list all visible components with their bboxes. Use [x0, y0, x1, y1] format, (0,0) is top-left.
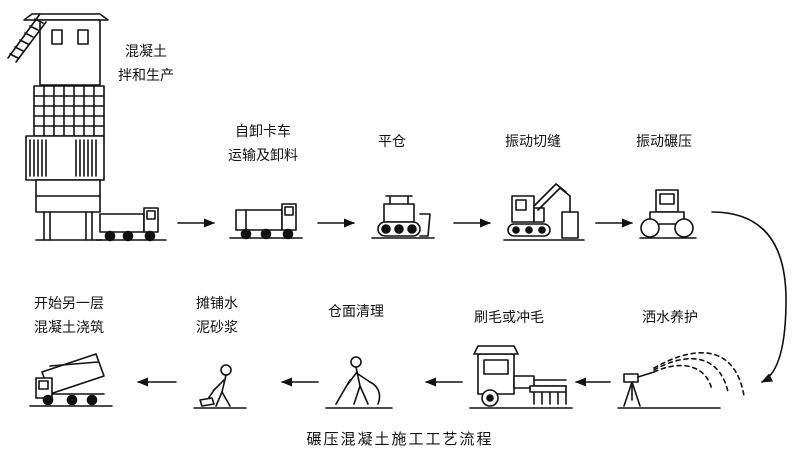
step-label-mortar: 摊铺水 泥砂浆: [196, 296, 238, 336]
worker-cleaning-icon: [325, 356, 393, 409]
step-label-cleaning: 仓面清理: [328, 304, 384, 320]
worker-spreading-icon: [193, 364, 247, 409]
dump-truck-loading-icon: [95, 207, 167, 242]
step-label-brushing: 刷毛或冲毛: [474, 310, 544, 326]
flow-connector-arrow: [711, 211, 787, 383]
step-label-spreading: 平仓: [378, 134, 406, 150]
step-label-rolling: 振动碾压: [636, 134, 692, 150]
diagram-caption: 碾压混凝土施工工艺流程: [306, 430, 494, 448]
step-label-curing: 洒水养护: [642, 310, 698, 326]
step-label-mixing: 混凝土 拌和生产: [118, 44, 174, 84]
dump-truck-tipping-icon: [29, 353, 113, 407]
step-label-next-layer: 开始另一层 混凝土浇筑: [34, 296, 104, 336]
dump-truck-icon: [229, 203, 303, 240]
step-label-cutting: 振动切缝: [505, 134, 561, 150]
mixing-plant-icon: [7, 13, 109, 241]
vibrating-cutter-icon: [503, 183, 585, 241]
water-sprinkler-icon: [617, 352, 745, 409]
step-label-transport: 自卸卡车 运输及卸料: [228, 124, 298, 164]
bulldozer-icon: [371, 195, 435, 239]
vibratory-roller-icon: [639, 189, 697, 239]
brushing-machine-icon: [469, 345, 573, 409]
